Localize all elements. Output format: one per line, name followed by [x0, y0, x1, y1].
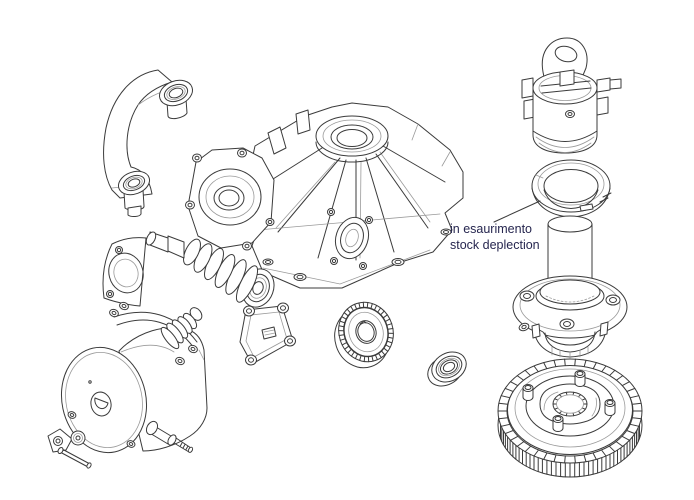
motor-assembly: [60, 301, 208, 454]
hub-flange-with-shaft: [512, 215, 628, 359]
stock-depletion-note: in esaurimento stock deplection: [450, 200, 541, 252]
motor-threaded-boot: [160, 307, 203, 350]
ball-bearing: [427, 351, 467, 387]
annotation-leader-line: [493, 200, 541, 223]
gear-studs: [522, 370, 616, 432]
oval-mounting-flange: [102, 237, 147, 307]
annotation-line-2: stock deplection: [450, 238, 540, 252]
large-toothed-gear: [497, 358, 643, 478]
four-stud-mounting-bracket: [239, 302, 296, 366]
clamp-lever-and-pin: [47, 428, 92, 469]
annotation-line-1: in esaurimento: [450, 222, 532, 236]
gearbox-housing-cover: [185, 102, 464, 289]
housing-studs: [327, 208, 373, 270]
flange-bolt-holes: [262, 228, 452, 281]
split-retaining-ring: [531, 159, 612, 218]
motor-output-shaft: [145, 420, 194, 453]
worm-gear-with-bearing: [145, 231, 275, 308]
small-toothed-gear: [334, 301, 394, 369]
curved-support-arm: [103, 69, 193, 217]
side-cover-plate: [185, 147, 275, 251]
clamp-joint: [521, 37, 622, 154]
